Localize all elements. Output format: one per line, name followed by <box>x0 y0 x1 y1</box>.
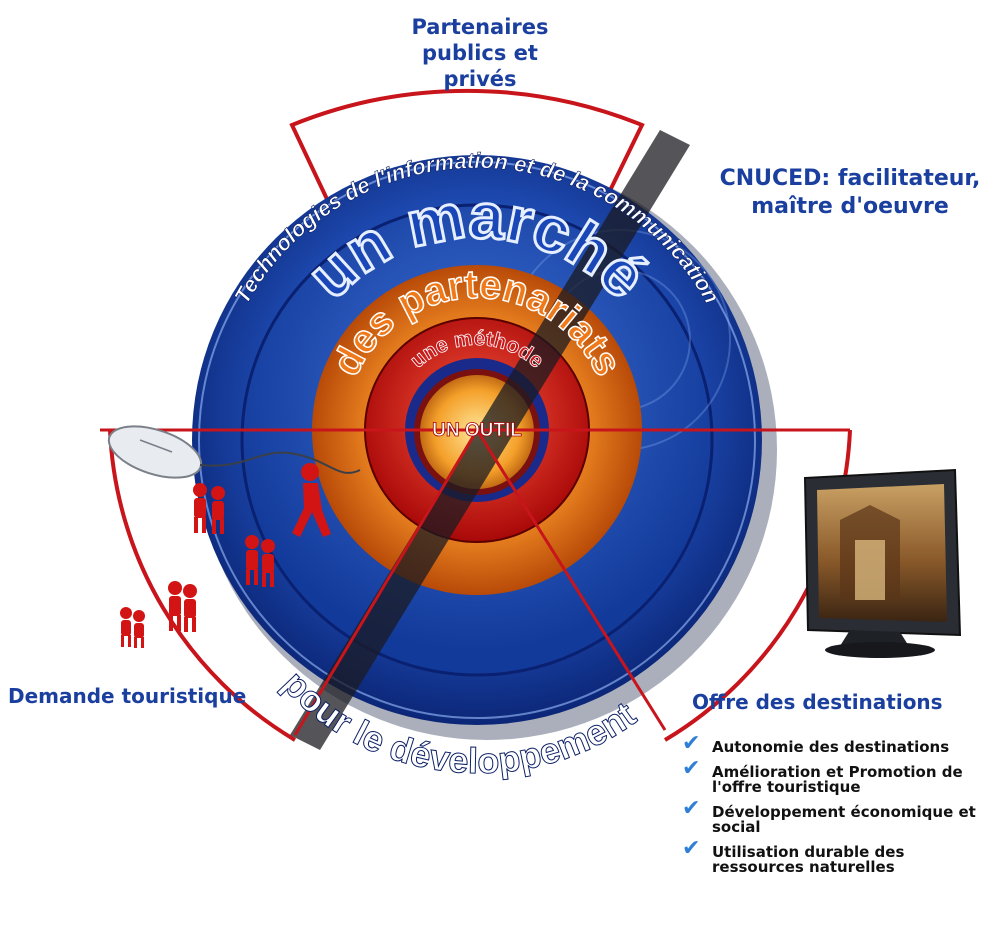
tool-core-text: UN OUTIL <box>432 420 522 441</box>
cnuced-label-line: maître d'oeuvre <box>751 194 949 219</box>
checkmark-icon: ✔ <box>682 731 701 756</box>
benefit-text: Utilisation durable des ressources natur… <box>712 843 905 876</box>
checkmark-icon: ✔ <box>682 836 701 861</box>
partners-label: Partenaires publics et privés <box>360 14 600 92</box>
benefits-list: ✔ Autonomie des destinations ✔ Amélioratio… <box>680 733 991 885</box>
benefit-text: Amélioration et Promotion de l'offre tou… <box>712 763 963 796</box>
offer-label: Offre des destinations <box>692 690 943 714</box>
people-group-icon <box>120 607 145 648</box>
mouse-icon <box>107 425 361 479</box>
people-group-icon <box>245 535 275 587</box>
benefit-item: ✔ Développement économique et social <box>680 798 991 836</box>
benefit-item: ✔ Utilisation durable des ressources natu… <box>680 838 991 876</box>
partners-label-line: privés <box>443 67 517 91</box>
people-group-icon <box>168 581 197 632</box>
partners-label-line: publics et <box>422 41 538 65</box>
cnuced-label: CNUCED: facilitateur, maître d'oeuvre <box>700 165 991 221</box>
monitor-icon <box>803 468 962 658</box>
checkmark-icon: ✔ <box>682 756 701 781</box>
tourist-icon <box>292 463 331 537</box>
demand-label: Demande touristique <box>8 684 247 708</box>
partners-label-line: Partenaires <box>411 15 549 39</box>
benefit-text: Développement économique et social <box>712 803 976 836</box>
checkmark-icon: ✔ <box>682 796 701 821</box>
demand-sector-outline <box>108 429 297 742</box>
cnuced-label-line: CNUCED: facilitateur, <box>719 166 981 191</box>
people-group-icon <box>193 483 225 534</box>
benefit-item: ✔ Autonomie des destinations <box>680 733 991 756</box>
benefit-item: ✔ Amélioration et Promotion de l'offre to… <box>680 758 991 796</box>
benefit-text: Autonomie des destinations <box>712 738 950 756</box>
